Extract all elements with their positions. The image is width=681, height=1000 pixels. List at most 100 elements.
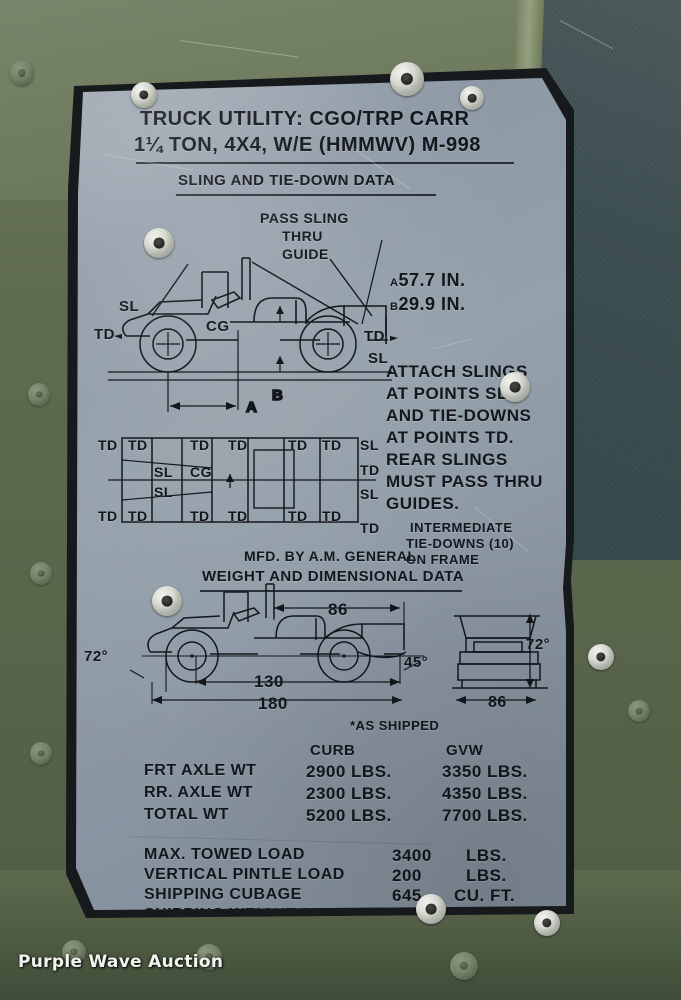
dim-b-label: B xyxy=(272,387,283,404)
weight-data-heading: WEIGHT AND DIMENSIONAL DATA xyxy=(202,568,465,585)
instruction-line-4: AT POINTS TD. xyxy=(386,428,515,447)
plan-label-td-bottom-5: TD xyxy=(322,508,342,524)
side-view-angle-rear: 45° xyxy=(404,654,429,671)
body-rivet xyxy=(628,700,650,722)
loads-row-value: 200 xyxy=(392,866,422,885)
dim-b-value: 29.9 IN. xyxy=(398,294,466,314)
body-rivet xyxy=(450,952,478,980)
body-rivet xyxy=(30,742,52,765)
instruction-line-1: ATTACH SLINGS xyxy=(386,362,528,381)
weights-row-label: FRT AXLE WT xyxy=(144,762,257,779)
plan-label-td-bottom-3: TD xyxy=(228,508,248,524)
plan-label-td-bottom-4: TD xyxy=(288,508,308,524)
weights-row-curb: 5200 LBS. xyxy=(306,806,392,825)
plan-label-td-top-2: TD xyxy=(190,437,210,453)
sling-label-td-rear: TD xyxy=(364,328,385,345)
dim-a-key: A xyxy=(390,277,399,289)
plate-rivet xyxy=(534,910,560,936)
plate-rivet xyxy=(460,86,484,110)
plate-rivet xyxy=(588,644,614,670)
plan-label-sl-right: SL xyxy=(360,486,379,502)
instruction-note-line-3: ON FRAME xyxy=(406,552,480,567)
side-view-angle-front: 72° xyxy=(84,648,109,665)
dimension-side-view-diagram xyxy=(122,583,424,706)
instruction-note-line-2: TIE-DOWNS (10) xyxy=(406,536,515,551)
sling-side-view-diagram: A B xyxy=(90,204,400,417)
loads-row-unit: LBS. xyxy=(466,846,507,865)
plate-rivet xyxy=(131,82,157,108)
watermark: Purple Wave Auction xyxy=(18,952,224,972)
body-rivet xyxy=(28,383,50,406)
plan-label-cg: CG xyxy=(190,464,212,480)
plan-label-td-top-0: TD xyxy=(98,437,118,453)
dimension-front-view-diagram xyxy=(446,604,556,704)
sling-label-sl-front: SL xyxy=(119,298,140,315)
plate-subtitle: SLING AND TIE-DOWN DATA xyxy=(178,172,396,189)
body-rivet xyxy=(30,562,52,585)
instruction-line-6: MUST PASS THRU xyxy=(386,472,543,491)
sling-plan-view-diagram xyxy=(108,432,378,532)
plan-label-td-bottom-0: TD xyxy=(98,508,118,524)
plan-label-td-top-3: TD xyxy=(228,437,248,453)
weights-row-gvw: 4350 LBS. xyxy=(442,784,528,803)
weights-row-gvw: 7700 LBS. xyxy=(442,806,528,825)
dim-b-row: B29.9 IN. xyxy=(390,294,466,315)
plan-label-td-right-1: TD xyxy=(360,520,380,536)
sling-callout-line-2: THRU xyxy=(282,228,323,244)
weights-row-curb: 2900 LBS. xyxy=(306,762,392,781)
body-rivet xyxy=(10,60,34,86)
plate-title-line-1: TRUCK UTILITY: CGO/TRP CARR xyxy=(140,108,470,130)
weights-row-curb: 2300 LBS. xyxy=(306,784,392,803)
instruction-line-5: REAR SLINGS xyxy=(386,450,508,469)
sling-label-cg: CG xyxy=(206,318,230,335)
plan-label-sl-inner-top: SL xyxy=(154,464,173,480)
front-view-width-dim: 86 xyxy=(488,694,507,711)
plate-rivet xyxy=(152,586,182,616)
weights-column-gvw: GVW xyxy=(446,742,484,759)
plate-title-line-2: 1¼ TON, 4X4, W/E (HMMWV) M-998 xyxy=(134,134,481,156)
data-plate: TRUCK UTILITY: CGO/TRP CARR 1¼ TON, 4X4,… xyxy=(76,78,566,910)
instruction-line-7: GUIDES. xyxy=(386,494,460,513)
plate-rivet xyxy=(390,62,424,96)
instruction-note-line-1: INTERMEDIATE xyxy=(410,520,513,535)
plan-label-td-right-0: TD xyxy=(360,462,380,478)
instruction-line-2: AT POINTS SL xyxy=(386,384,508,403)
side-view-dim-86: 86 xyxy=(328,600,348,619)
side-view-dim-180: 180 xyxy=(258,694,288,713)
body-rivet xyxy=(62,940,86,964)
loads-row-unit: LBS. xyxy=(466,866,507,885)
loads-row-value: 645 xyxy=(392,886,422,905)
loads-row-label: SHIPPING CUBAGE xyxy=(144,886,302,903)
dim-a-value: 57.7 IN. xyxy=(398,270,466,290)
weights-row-label: RR. AXLE WT xyxy=(144,784,253,801)
instruction-line-3: AND TIE-DOWNS xyxy=(386,406,532,425)
plate-rivet xyxy=(416,894,446,924)
weights-column-curb: CURB xyxy=(310,742,356,759)
sling-label-sl-rear: SL xyxy=(368,350,389,367)
plan-label-td-top-5: TD xyxy=(322,437,342,453)
plan-label-sl-inner-bottom: SL xyxy=(154,484,173,500)
as-shipped-note: *AS SHIPPED xyxy=(350,718,440,733)
plan-label-td-bottom-2: TD xyxy=(190,508,210,524)
dim-b-key: B xyxy=(390,301,399,313)
front-view-height-dim: 72° xyxy=(526,636,551,653)
weights-row-gvw: 3350 LBS. xyxy=(442,762,528,781)
plate-rivet xyxy=(144,228,174,258)
plan-label-td-top-1: TD xyxy=(128,437,148,453)
plate-rivet xyxy=(500,372,530,402)
loads-row-label: SHIPPING WEIGHT DRY xyxy=(144,906,336,910)
plan-label-td-top-4: TD xyxy=(288,437,308,453)
plan-label-sl-top-right: SL xyxy=(360,437,379,453)
loads-row-unit: CU. FT. xyxy=(454,886,516,905)
weights-row-label: TOTAL WT xyxy=(144,806,229,823)
manufacturer-line: MFD. BY A.M. GENERAL xyxy=(244,548,417,564)
loads-row-value: 3400 xyxy=(392,846,432,865)
sling-callout-line-1: PASS SLING xyxy=(260,210,349,226)
sling-callout-line-3: GUIDE xyxy=(282,246,329,262)
dim-a-label: A xyxy=(246,399,257,416)
loads-row-label: MAX. TOWED LOAD xyxy=(144,846,305,863)
sling-label-td-front: TD xyxy=(94,326,115,343)
dim-a-row: A57.7 IN. xyxy=(390,270,466,291)
side-view-dim-130: 130 xyxy=(254,672,284,691)
